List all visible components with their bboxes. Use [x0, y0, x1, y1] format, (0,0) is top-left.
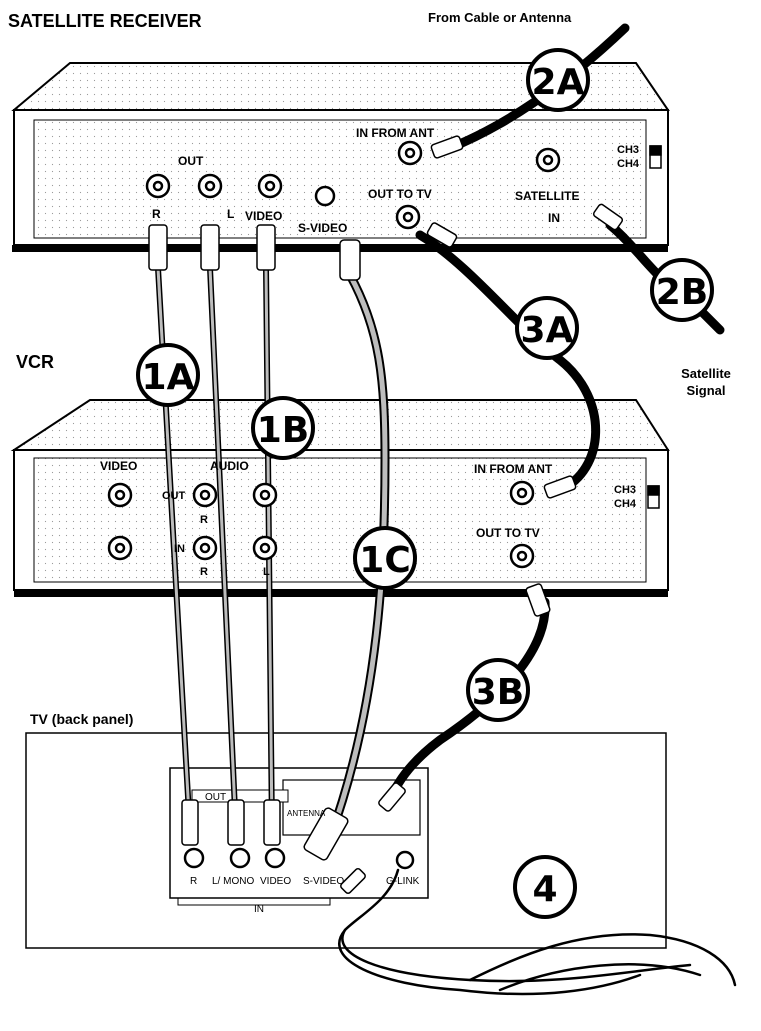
- vcr-in-label: IN: [174, 543, 185, 555]
- receiver-r-label: R: [152, 207, 161, 221]
- step-badge-3b: 3B: [466, 658, 530, 722]
- vcr-r-label-top: R: [200, 514, 208, 526]
- tv-title: TV (back panel): [30, 711, 133, 727]
- receiver-title: SATELLITE RECEIVER: [8, 11, 202, 31]
- vcr: [10, 399, 670, 597]
- step-badge-3a-label: 3A: [521, 310, 574, 351]
- vcr-ch4-label: CH4: [614, 498, 637, 510]
- vcr-audio-label: AUDIO: [210, 459, 249, 473]
- step-badge-3a: 3A: [515, 296, 579, 360]
- satellite-signal-line2: Signal: [686, 383, 725, 398]
- receiver-in-from-ant-label: IN FROM ANT: [356, 126, 435, 140]
- step-badge-2b-label: 2B: [656, 272, 709, 313]
- receiver-satellite-label: SATELLITE: [515, 189, 579, 203]
- step-badge-1b: 1B: [251, 396, 315, 460]
- step-badge-2a-label: 2A: [532, 62, 585, 103]
- step-badge-2a: 2A: [526, 48, 590, 112]
- step-badge-1c: 1C: [353, 526, 417, 590]
- tv-video-label: VIDEO: [260, 876, 291, 887]
- step-badge-2b: 2B: [650, 258, 714, 322]
- receiver-ch3-label: CH3: [617, 144, 639, 156]
- step-badge-4: 4: [513, 855, 577, 919]
- vcr-in-from-ant-label: IN FROM ANT: [474, 462, 553, 476]
- vcr-l-label: L: [263, 566, 270, 578]
- vcr-title: VCR: [16, 352, 54, 372]
- receiver-l-label: L: [227, 207, 234, 221]
- receiver-out-label: OUT: [178, 154, 204, 168]
- jack-connectors: [107, 140, 561, 870]
- tv-out-label: OUT: [205, 792, 226, 803]
- channel-switches: [647, 145, 662, 509]
- receiver-ch4-label: CH4: [617, 158, 640, 170]
- tv-in-label: IN: [254, 904, 264, 915]
- vcr-ch3-label: CH3: [614, 484, 636, 496]
- vcr-out-to-tv-label: OUT TO TV: [476, 526, 540, 540]
- step-badge-1c-label: 1C: [359, 540, 410, 581]
- tv-antenna-label: ANTENNA: [287, 809, 326, 818]
- step-badge-4-label: 4: [532, 869, 557, 910]
- tv-lmono-label: L/ MONO: [212, 876, 254, 887]
- tv-back-panel: [25, 732, 667, 949]
- vcr-video-label: VIDEO: [100, 459, 137, 473]
- receiver-out-to-tv-label: OUT TO TV: [368, 187, 432, 201]
- step-badge-3b-label: 3B: [472, 672, 525, 713]
- cable-note: From Cable or Antenna: [428, 10, 572, 25]
- coax-cables: [338, 23, 737, 996]
- step-badge-1a-label: 1A: [142, 357, 195, 398]
- receiver-svideo-label: S-VIDEO: [298, 221, 347, 235]
- tv-r-label: R: [190, 876, 197, 887]
- plug-connectors: [148, 135, 624, 894]
- vcr-r-label-bottom: R: [200, 566, 208, 578]
- receiver-satellite-in-label: IN: [548, 211, 560, 225]
- step-badge-1b-label: 1B: [257, 410, 310, 451]
- step-badge-1a: 1A: [136, 343, 200, 407]
- tv-glink-label: G-LINK: [386, 876, 420, 887]
- vcr-out-label: OUT: [162, 490, 186, 502]
- receiver-video-label: VIDEO: [245, 209, 282, 223]
- tv-svideo-label: S-VIDEO: [303, 876, 344, 887]
- satellite-signal-line1: Satellite: [681, 366, 731, 381]
